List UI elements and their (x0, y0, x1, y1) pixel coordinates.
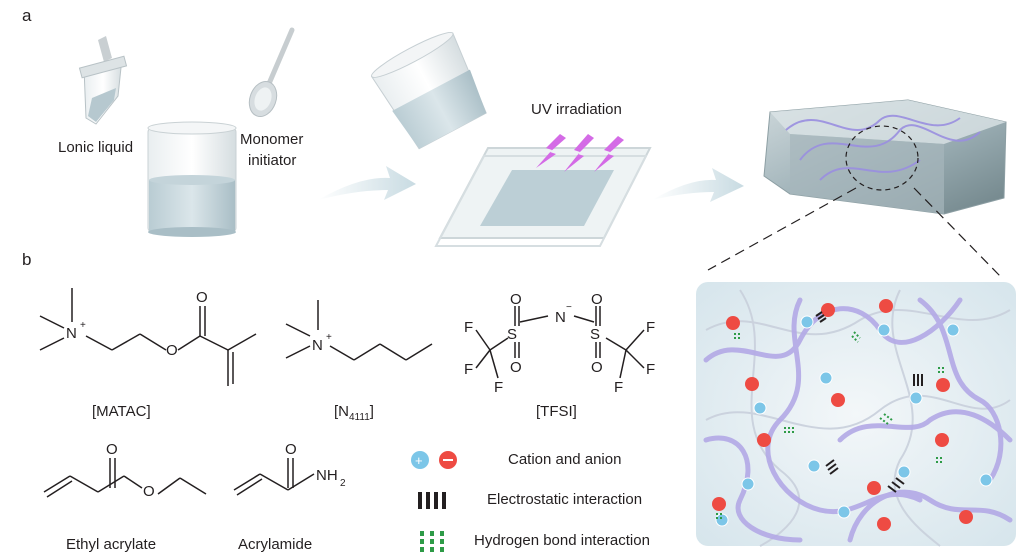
ea-ester-o: O (143, 483, 155, 500)
tfsi-o-4: O (591, 359, 603, 376)
n4111-subscript: 4111 (349, 412, 370, 423)
zoom-line-right (913, 187, 1001, 277)
hydrogen-bond-icon (420, 531, 444, 552)
tfsi-f-2: F (464, 361, 473, 378)
legend-electrostatic: Electrostatic interaction (487, 491, 643, 508)
matac-plus: + (80, 320, 86, 331)
beaker-icon (147, 121, 237, 237)
n4111-label: [N4111] (334, 403, 374, 423)
monomer-spoon-icon (248, 27, 295, 117)
uv-lightning-icon (536, 134, 624, 172)
ionic-liquid-label: Lonic liquid (58, 139, 134, 156)
am-carbonyl-o: O (285, 441, 297, 458)
acrylamide-label: Acrylamide (238, 536, 313, 553)
tfsi-s-atom-1: S (507, 326, 517, 343)
matac-n-atom: N (66, 325, 77, 342)
initiator-label: initiator (248, 152, 297, 169)
panel-label-a: a (22, 6, 32, 25)
n4111-n-atom: N (312, 337, 323, 354)
process-arrow-1 (318, 166, 416, 200)
glass-mold-icon (434, 147, 652, 247)
electrostatic-icon (418, 492, 446, 509)
am-nh-atom: NH (316, 467, 338, 484)
tfsi-o-3: O (591, 291, 603, 308)
monomer-label: Monomer (240, 131, 304, 148)
matac-o-atom: O (166, 342, 178, 359)
tfsi-label: [TFSI] (536, 403, 577, 420)
pouring-cup-icon (370, 31, 487, 150)
tfsi-f-1: F (464, 319, 473, 336)
matac-carbonyl-o: O (196, 289, 208, 306)
tfsi-s-atom-2: S (590, 326, 600, 343)
ethyl-acrylate-label: Ethyl acrylate (66, 536, 157, 553)
tfsi-f-5: F (646, 361, 655, 378)
tfsi-o-2: O (510, 359, 522, 376)
tfsi-f-3: F (494, 379, 503, 396)
legend-hydrogen-bond: Hydrogen bond interaction (474, 532, 650, 549)
ionogel-block-icon (763, 99, 1007, 215)
tfsi-f-4: F (646, 319, 655, 336)
legend-cation-anion: Cation and anion (508, 451, 622, 468)
tfsi-n-atom: N (555, 309, 566, 326)
n4111-prefix: [N (334, 403, 349, 420)
cation-anion-icon: + (411, 451, 457, 469)
n4111-plus: + (326, 332, 332, 343)
ionic-liquid-tube-icon (78, 36, 128, 125)
matac-label: [MATAC] (92, 403, 151, 420)
zoom-line-left (707, 187, 857, 271)
n4111-suffix: ] (369, 403, 374, 420)
svg-text:+: + (415, 453, 423, 468)
uv-irradiation-label: UV irradiation (531, 101, 622, 118)
panel-label-b: b (22, 250, 32, 269)
ea-carbonyl-o: O (106, 441, 118, 458)
network-zoom-box (696, 282, 1016, 547)
tfsi-f-6: F (614, 379, 623, 396)
tfsi-minus: − (566, 302, 572, 313)
process-arrow-2 (652, 168, 744, 202)
tfsi-o-1: O (510, 291, 522, 308)
am-nh-sub: 2 (340, 478, 346, 489)
